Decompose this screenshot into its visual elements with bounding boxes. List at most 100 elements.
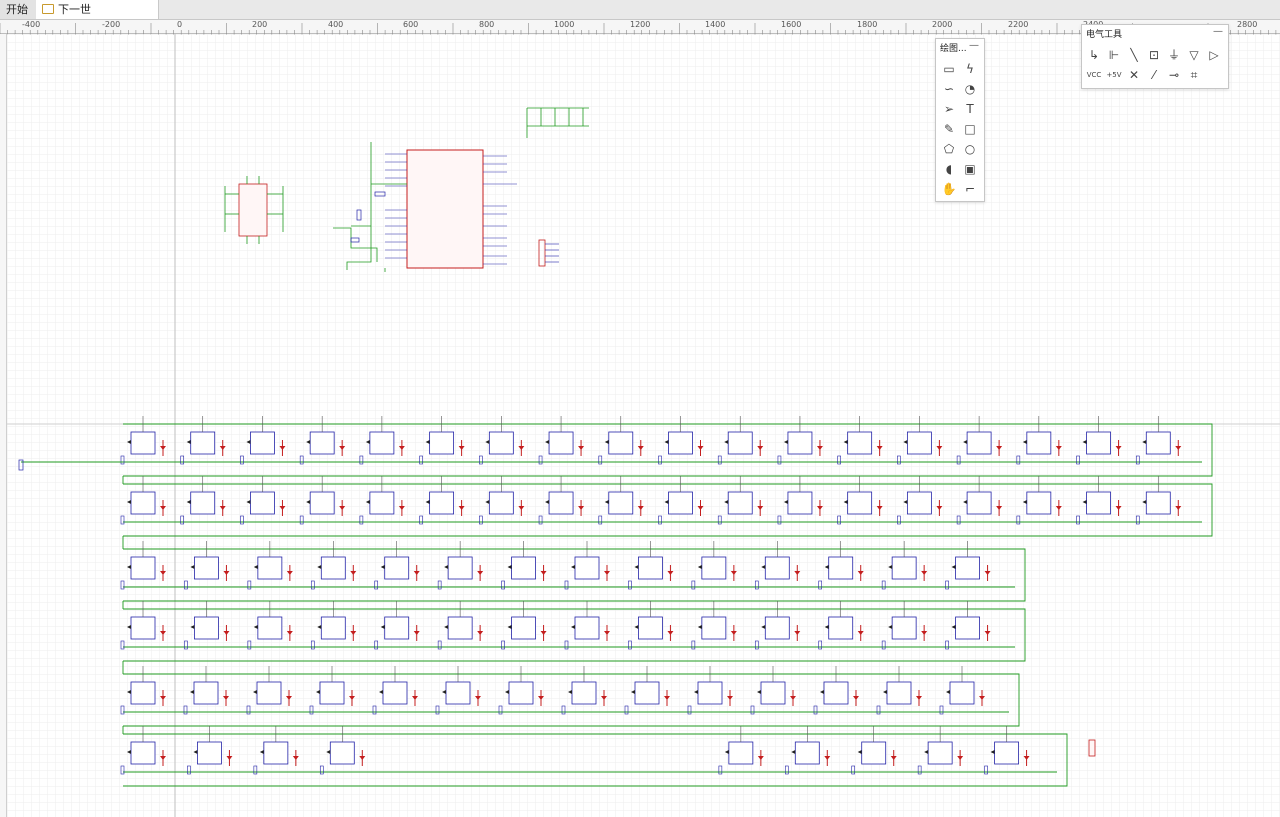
led-driver-ic: [891, 616, 917, 640]
led-diode-mark: [286, 696, 292, 700]
data-arrow: [634, 565, 639, 569]
row-resistor: [984, 765, 988, 775]
plus5v-icon[interactable]: +5V: [1106, 71, 1122, 79]
led-driver-ic: [927, 741, 953, 765]
capacitor-bank[interactable]: [526, 107, 589, 138]
led-diode-mark: [936, 446, 943, 450]
lightning-icon[interactable]: ϟ: [966, 62, 974, 76]
led-driver-ic: [764, 556, 790, 580]
led-diode-mark: [350, 631, 357, 635]
led-diode-mark: [637, 446, 644, 450]
row-bus: [123, 733, 1068, 787]
arc-icon[interactable]: ◔: [964, 82, 976, 96]
tab-start[interactable]: 开始: [0, 0, 43, 19]
data-arrow: [783, 500, 788, 504]
area-box-icon[interactable]: ⌗: [1190, 68, 1198, 82]
ruler-label: 1400: [705, 20, 726, 29]
probe-icon[interactable]: ⁄: [1152, 68, 1155, 82]
schematic-canvas[interactable]: [7, 34, 1280, 817]
pencil-icon[interactable]: ✎: [943, 122, 955, 136]
led-driver-ic: [847, 491, 873, 515]
data-arrow: [127, 440, 131, 444]
vcc-icon[interactable]: VCC: [1086, 71, 1102, 79]
ruler-label: 2200: [1008, 20, 1029, 29]
row-resistor: [945, 580, 949, 590]
bus-icon[interactable]: ╲: [1130, 48, 1138, 62]
led-diode-mark: [160, 631, 166, 635]
row-resistor: [419, 455, 423, 465]
polygon-icon[interactable]: ⬠: [943, 142, 955, 156]
led-diode-mark: [398, 506, 405, 510]
hand-icon[interactable]: ✋: [941, 182, 957, 196]
led-diode-mark: [637, 506, 644, 510]
wire-icon[interactable]: ↳: [1088, 48, 1100, 62]
data-arrow: [888, 565, 893, 569]
data-arrow: [306, 440, 311, 444]
data-arrow: [259, 750, 264, 754]
drawing-panel-minimize[interactable]: —: [969, 40, 979, 51]
led-diode-mark: [339, 506, 346, 510]
power-icon[interactable]: ▽: [1189, 48, 1199, 62]
data-arrow: [444, 565, 449, 569]
output-connector[interactable]: [1088, 739, 1096, 757]
led-diode-mark: [160, 506, 166, 510]
row-resistor: [687, 705, 692, 715]
data-arrow: [888, 625, 893, 629]
led-driver-ic: [571, 681, 597, 705]
data-arrow: [963, 500, 968, 504]
data-arrow: [843, 500, 848, 504]
no-connect-icon[interactable]: ✕: [1128, 68, 1140, 82]
row-resistor: [564, 580, 569, 590]
pie-icon[interactable]: ◖: [945, 162, 953, 176]
row-resistor: [876, 705, 881, 715]
pin-icon[interactable]: ⊸: [1168, 68, 1180, 82]
circle-icon[interactable]: ○: [964, 142, 976, 156]
led-diode-mark: [518, 506, 525, 510]
data-arrow: [1142, 500, 1147, 504]
row-resistor: [240, 455, 244, 465]
led-driver-ic: [634, 681, 660, 705]
data-arrow: [903, 440, 908, 444]
ruler-label: 2800: [1237, 20, 1258, 29]
led-diode-mark: [667, 571, 674, 575]
row-resistor: [240, 515, 244, 525]
ground-icon[interactable]: ⏚: [1167, 48, 1180, 62]
data-arrow: [791, 750, 796, 754]
frame-rect-icon[interactable]: ▭: [943, 62, 955, 76]
row-resistor: [120, 765, 125, 775]
row-resistor: [309, 705, 314, 715]
rectangle-icon[interactable]: □: [964, 122, 976, 136]
header-connector[interactable]: [538, 239, 559, 267]
data-arrow: [951, 565, 956, 569]
led-driver-ic: [1145, 431, 1171, 455]
row-resistor: [498, 705, 503, 715]
arrow-icon[interactable]: ➢: [943, 102, 955, 116]
row-resistor: [187, 765, 191, 775]
led-driver-array[interactable]: [21, 416, 1213, 787]
net-label-icon[interactable]: ⊡: [1148, 48, 1160, 62]
row-resistor: [183, 705, 188, 715]
led-driver-ic: [548, 431, 574, 455]
curve-icon[interactable]: ∽: [943, 82, 955, 96]
electrical-panel-minimize[interactable]: —: [1213, 26, 1223, 37]
row-resistor: [1016, 455, 1021, 465]
led-driver-ic: [429, 491, 455, 515]
row-resistor: [479, 515, 483, 525]
data-arrow: [757, 690, 761, 694]
corner-line-icon[interactable]: ⌐: [964, 182, 976, 196]
text-icon[interactable]: T: [966, 102, 974, 116]
led-diode-mark: [604, 571, 610, 575]
usb-serial-chip[interactable]: [224, 176, 284, 244]
mcu-chip[interactable]: [333, 142, 517, 272]
led-driver-ic: [250, 491, 275, 515]
image-icon[interactable]: ▣: [964, 162, 976, 176]
bus-entry-icon[interactable]: ⊩: [1108, 48, 1120, 62]
tab-document[interactable]: 下一世: [36, 0, 159, 19]
data-arrow: [883, 690, 887, 694]
led-driver-ic: [668, 491, 693, 515]
led-driver-ic: [197, 741, 222, 765]
data-arrow: [631, 690, 635, 694]
row-resistor: [777, 455, 782, 465]
input-resistor[interactable]: [18, 459, 24, 471]
connector-icon[interactable]: ▷: [1209, 48, 1219, 62]
